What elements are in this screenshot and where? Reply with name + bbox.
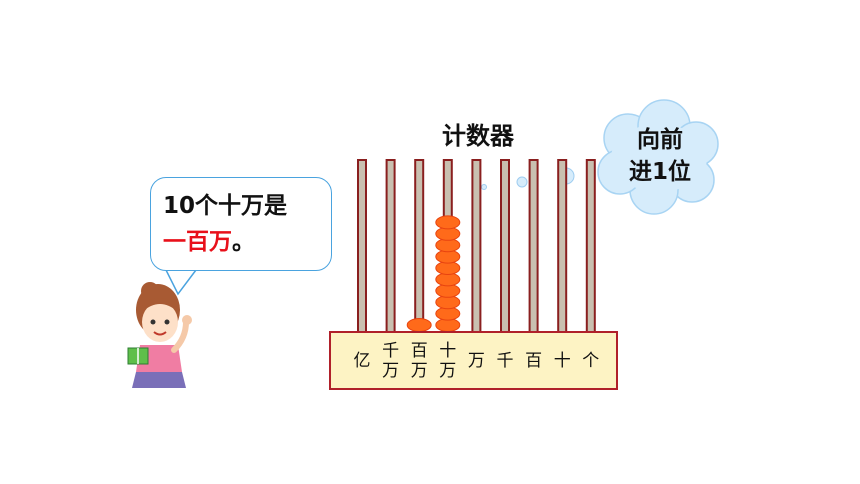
place-value-label: 百万 xyxy=(407,341,431,381)
cloud-text-line2: 进1位 xyxy=(628,159,691,185)
abacus-rods xyxy=(357,159,596,333)
speech-text-line1: 10个十万是 xyxy=(163,193,288,219)
place-value-label-top: 十 xyxy=(439,341,457,361)
place-value-label: 亿 xyxy=(353,351,371,371)
abacus-base xyxy=(329,331,618,390)
place-value-label: 十万 xyxy=(436,341,460,381)
cloud-text: 向前 进1位 xyxy=(618,124,702,188)
abacus-bead xyxy=(435,215,461,230)
thought-dot-small xyxy=(481,184,487,190)
cloud-text-line1: 向前 xyxy=(637,127,683,153)
abacus-bead xyxy=(406,318,432,332)
speech-bubble-tail xyxy=(165,269,197,296)
abacus-rod xyxy=(357,159,367,333)
speech-bubble: 10个十万是 一百万。 xyxy=(150,177,332,271)
abacus-rod xyxy=(385,159,396,333)
abacus-rod xyxy=(585,159,596,333)
speech-highlight: 一百万 xyxy=(163,229,232,255)
place-value-label-bottom: 万 xyxy=(382,361,400,381)
abacus-title: 计数器 xyxy=(442,122,514,150)
abacus-rod xyxy=(471,159,482,333)
thought-dot-medium xyxy=(516,176,528,188)
place-value-label-top: 千 xyxy=(382,341,400,361)
place-value-label: 千万 xyxy=(379,341,403,381)
abacus-rod xyxy=(500,159,510,333)
place-value-label: 百 xyxy=(525,351,543,371)
place-value-label: 个 xyxy=(582,351,600,371)
place-value-label: 十 xyxy=(553,351,571,371)
speech-text-line2: 一百万。 xyxy=(163,222,255,256)
teacher-illustration xyxy=(127,282,192,388)
abacus-rod xyxy=(414,159,425,333)
abacus-rod xyxy=(557,159,568,333)
place-value-label: 万 xyxy=(467,351,485,371)
place-value-label-bottom: 万 xyxy=(439,361,457,381)
abacus-rod xyxy=(528,159,539,333)
place-value-label: 千 xyxy=(496,351,514,371)
place-value-label-top: 百 xyxy=(410,341,428,361)
thought-cloud xyxy=(481,99,719,215)
place-value-label-bottom: 万 xyxy=(410,361,428,381)
speech-punctuation: 。 xyxy=(232,229,255,255)
